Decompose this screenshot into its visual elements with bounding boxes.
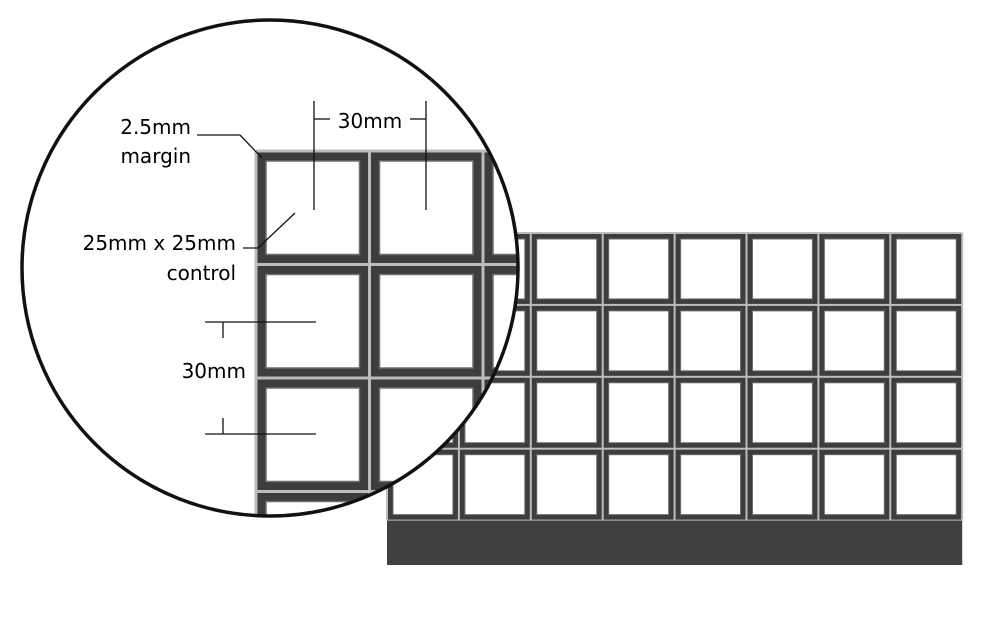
control-cell: [895, 238, 957, 300]
zoom-gap-horizontal: [256, 263, 518, 266]
control-cell: [823, 382, 885, 444]
control-cell: [752, 382, 813, 444]
control-cell: [680, 238, 741, 300]
panel-gap-horizontal: [387, 447, 963, 450]
control-cell: [680, 454, 741, 516]
control-cell: [895, 310, 957, 372]
zoom-gap-horizontal: [256, 604, 627, 607]
control-cell: [752, 310, 813, 372]
zoom-gap-vertical: [254, 151, 258, 516]
control-cell: [680, 382, 741, 444]
control-cell: [608, 238, 670, 300]
control-cell: [536, 238, 598, 300]
zoom-control-cell: [265, 160, 361, 256]
margin-leader-line: [197, 134, 263, 159]
control-leader-line: [243, 212, 296, 249]
panel-gap-horizontal: [387, 303, 963, 306]
zoom-control-cell: [378, 273, 474, 369]
panel-gap-horizontal: [387, 375, 963, 378]
control-cell: [823, 310, 885, 372]
margin-label-value: 2.5mm: [120, 115, 191, 139]
control-cell: [752, 238, 813, 300]
control-cell: [464, 454, 526, 516]
control-cell: [752, 454, 813, 516]
control-cell: [536, 310, 598, 372]
magnifier-lens-outline: [20, 18, 520, 518]
panel-base: [387, 520, 963, 565]
annotation-lines: [197, 101, 427, 435]
control-cell: [536, 382, 598, 444]
control-cell: [823, 238, 885, 300]
zoom-gap-vertical: [481, 151, 485, 516]
control-cell: [608, 310, 670, 372]
control-size-label: 25mm x 25mm: [83, 231, 236, 255]
horizontal-pitch-label: 30mm: [338, 109, 402, 133]
zoom-control-cell: [265, 387, 361, 483]
control-label-text: control: [167, 261, 236, 285]
zoom-gap-horizontal: [256, 376, 518, 380]
control-cell: [680, 310, 741, 372]
panel-gap-horizontal: [387, 232, 963, 234]
vertical-pitch-label: 30mm: [182, 359, 246, 383]
control-cell: [608, 454, 670, 516]
control-cell: [608, 382, 670, 444]
zoom-gap-horizontal: [256, 149, 518, 153]
margin-label-text: margin: [120, 144, 191, 168]
control-cell: [536, 454, 598, 516]
zoom-control-cell: [265, 273, 361, 369]
control-cell: [895, 454, 957, 516]
control-cell: [823, 454, 885, 516]
zoom-gap-vertical: [368, 151, 371, 516]
control-cell: [895, 382, 957, 444]
